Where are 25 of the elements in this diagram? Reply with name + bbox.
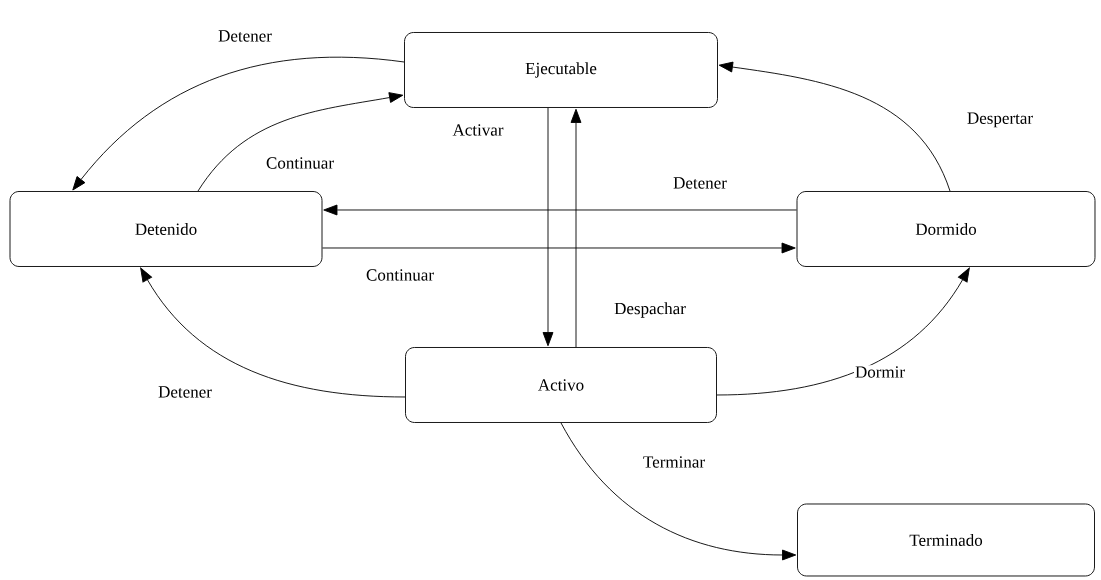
arrow	[197, 92, 404, 192]
edge-label: Dormir	[854, 365, 906, 379]
edge-label: Despertar	[965, 111, 1035, 129]
edge-label: Activar	[451, 123, 505, 137]
state-box: Terminado	[797, 503, 1095, 577]
edge-label: Terminar	[642, 455, 707, 469]
arrow	[322, 242, 796, 254]
state-box: Detenido	[9, 191, 323, 267]
edge-label: Detener	[672, 176, 728, 190]
state-box: Dormido	[796, 191, 1096, 267]
arrow	[542, 107, 554, 347]
edge-label: Detener	[157, 385, 213, 399]
arrow	[718, 61, 951, 192]
edge-label: Detener	[217, 29, 273, 43]
arrow	[72, 56, 405, 191]
arrow	[716, 267, 970, 396]
edge-label: Continuar	[365, 268, 435, 282]
edge-label: Continuar	[265, 156, 335, 170]
arrow	[570, 108, 582, 348]
arrow	[323, 204, 797, 216]
state-box: Activo	[405, 347, 717, 423]
arrow	[560, 422, 797, 561]
state-box: Ejecutable	[404, 32, 718, 108]
edge-label: Despachar	[613, 301, 687, 319]
arrow	[140, 267, 406, 398]
